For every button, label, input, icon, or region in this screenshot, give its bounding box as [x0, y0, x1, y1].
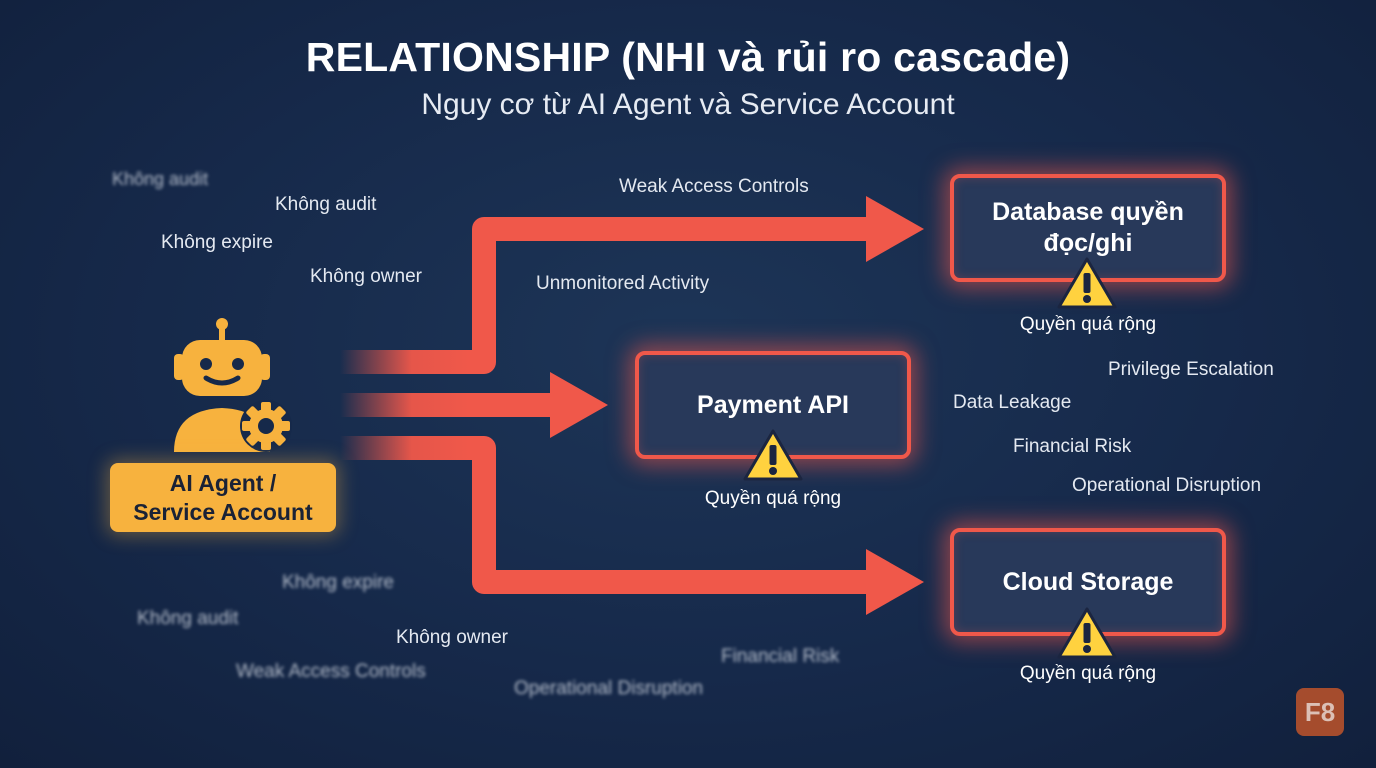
- arrow-head-cloud: [866, 549, 924, 615]
- warning-label-database: Quyền quá rộng: [1019, 314, 1157, 335]
- target-database-line1: Database quyền: [992, 198, 1184, 226]
- label-financial-risk: Financial Risk: [1013, 436, 1132, 457]
- target-payment-label: Payment API: [697, 390, 849, 419]
- f8-logo: F8: [1296, 688, 1344, 736]
- agent-box: AI Agent / Service Account: [110, 463, 336, 532]
- warning-label-payment: Quyền quá rộng: [704, 488, 842, 509]
- label-weak-access-blur: Weak Access Controls: [236, 661, 426, 682]
- arrow-head-payment: [550, 372, 608, 438]
- label-khong-expire-blur: Không expire: [282, 572, 394, 593]
- label-khong-audit-blur: Không audit: [112, 169, 209, 189]
- warning-label-cloud: Quyền quá rộng: [1019, 663, 1157, 684]
- label-operational-disruption: Operational Disruption: [1072, 475, 1262, 496]
- warning-icon: [1057, 257, 1117, 309]
- target-cloud-label: Cloud Storage: [1002, 567, 1174, 596]
- label-unmonitored: Unmonitored Activity: [536, 273, 710, 294]
- arrow-head-database: [866, 196, 924, 262]
- agent-label-line1: AI Agent /: [169, 469, 277, 496]
- label-weak-access: Weak Access Controls: [619, 176, 809, 197]
- label-khong-owner: Không owner: [310, 266, 422, 287]
- label-khong-expire: Không expire: [161, 232, 273, 253]
- label-khong-owner-2: Không owner: [396, 627, 508, 648]
- warning-icon: [1057, 607, 1117, 659]
- warning-icon: [743, 429, 803, 481]
- diagram-subtitle: Nguy cơ từ AI Agent và Service Account: [421, 88, 955, 121]
- agent-label-line2: Service Account: [133, 498, 313, 525]
- arrow-to-cloud: [340, 436, 872, 594]
- target-database-line2: đọc/ghi: [1043, 229, 1133, 257]
- label-khong-audit-blur-2: Không audit: [137, 608, 239, 629]
- label-financial-risk-blur: Financial Risk: [721, 646, 840, 667]
- diagram-title: RELATIONSHIP (NHI và rủi ro cascade): [305, 34, 1071, 80]
- arrow-to-database: [340, 217, 872, 374]
- label-data-leakage: Data Leakage: [953, 392, 1072, 413]
- label-khong-audit: Không audit: [275, 194, 377, 215]
- label-privilege-escalation: Privilege Escalation: [1108, 359, 1274, 380]
- robot-gear-icon: [174, 318, 292, 452]
- label-operational-blur: Operational Disruption: [514, 678, 704, 699]
